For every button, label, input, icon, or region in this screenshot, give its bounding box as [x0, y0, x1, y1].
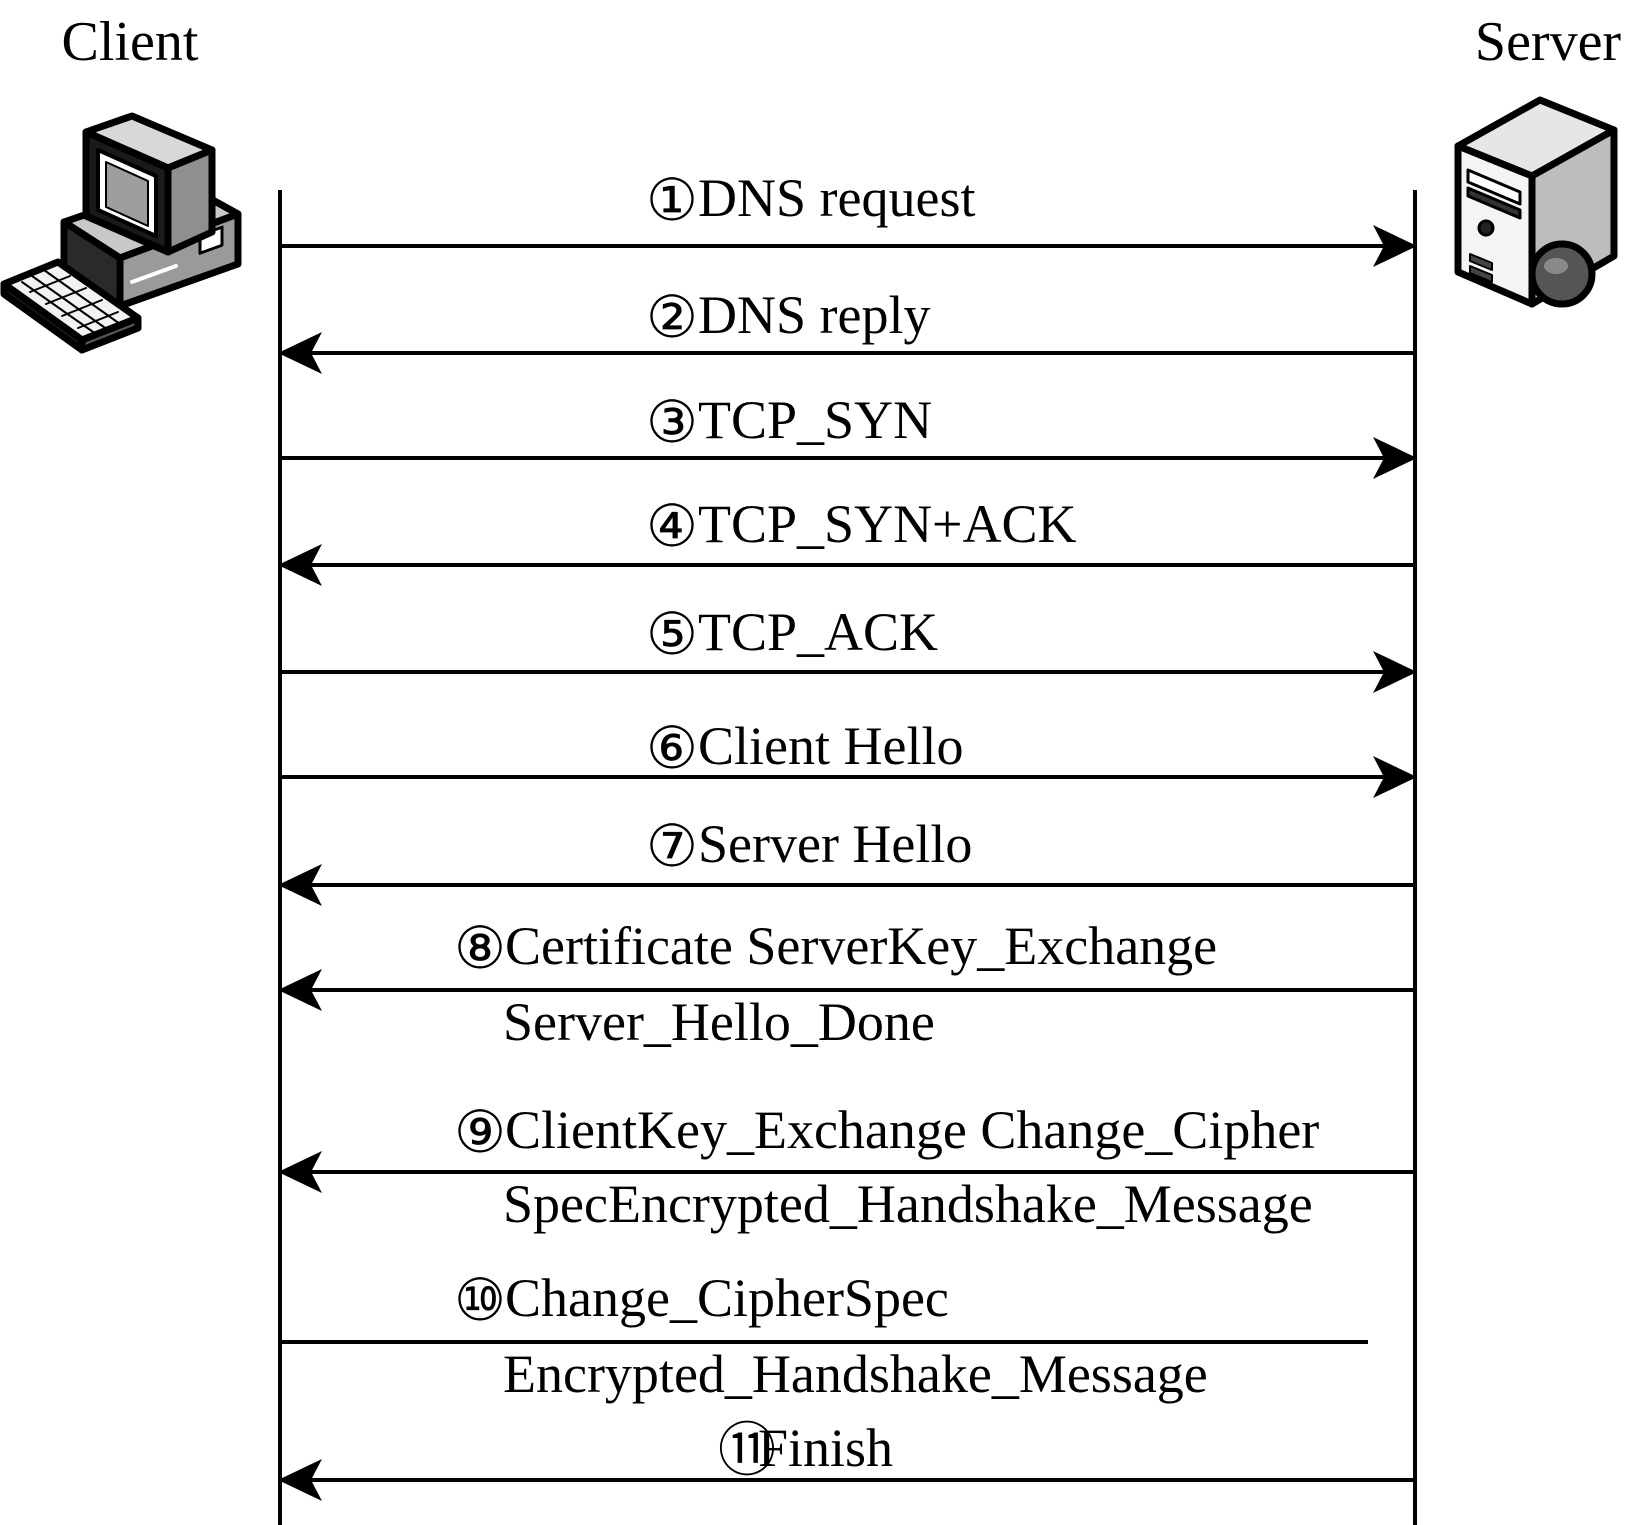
step-number: ②	[646, 283, 698, 351]
client-label: Client	[62, 11, 199, 73]
step-number: ⑪	[718, 1416, 776, 1484]
message-label: DNS request	[698, 168, 975, 228]
step-number: ⑧	[454, 914, 506, 982]
step-number: ⑤	[646, 600, 698, 668]
step-number: ①	[646, 166, 698, 234]
step-number: ⑦	[646, 812, 698, 880]
server-label: Server	[1475, 11, 1622, 73]
message-label: Change_CipherSpec	[505, 1268, 949, 1328]
message-label: SpecEncrypted_Handshake_Message	[503, 1174, 1313, 1234]
message-label: TCP_SYN+ACK	[698, 494, 1077, 554]
step-number: ③	[646, 388, 698, 456]
message-label: DNS reply	[698, 285, 930, 345]
message-label: Server_Hello_Done	[503, 992, 935, 1052]
message-label: Server Hello	[698, 814, 972, 874]
message-label: TCP_ACK	[698, 602, 938, 662]
message-label: Finish	[758, 1418, 893, 1478]
step-number: ⑥	[646, 714, 698, 782]
message-label: Encrypted_Handshake_Message	[503, 1344, 1208, 1404]
message-label: Client Hello	[698, 716, 963, 776]
message-label: ClientKey_Exchange Change_Cipher	[505, 1100, 1319, 1160]
step-number: ④	[646, 492, 698, 560]
step-number: ⑨	[454, 1098, 506, 1166]
message-label: Certificate ServerKey_Exchange	[505, 916, 1217, 976]
message-label: TCP_SYN	[698, 390, 932, 450]
step-number: ⑩	[454, 1266, 506, 1334]
desktop-computer-icon	[0, 112, 242, 354]
server-tower-icon	[1454, 96, 1618, 308]
